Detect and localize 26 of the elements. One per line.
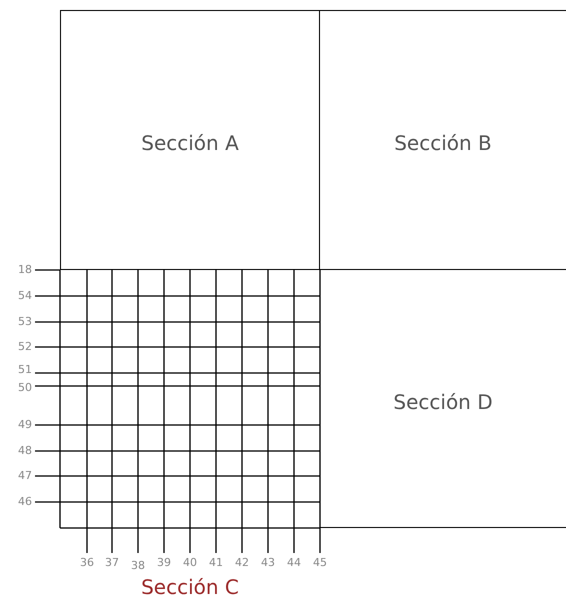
grid-number: 50 xyxy=(17,382,32,394)
grid-number: 53 xyxy=(17,316,32,328)
grid-number: 38 xyxy=(129,560,147,572)
grid-number: 54 xyxy=(17,290,32,302)
grid-number: 44 xyxy=(285,557,303,569)
section-box xyxy=(60,10,320,270)
grid-number: 45 xyxy=(311,557,329,569)
section-label: Sección C xyxy=(141,575,239,599)
grid-number: 43 xyxy=(259,557,277,569)
grid-number: 52 xyxy=(17,341,32,353)
grid-number: 37 xyxy=(103,557,121,569)
grid-number: 49 xyxy=(17,419,32,431)
section-label: Sección A xyxy=(141,131,239,155)
grid-number: 36 xyxy=(78,557,96,569)
section-label: Sección D xyxy=(393,390,493,414)
grid-number: 40 xyxy=(181,557,199,569)
grid-number: 47 xyxy=(17,470,32,482)
grid-number: 48 xyxy=(17,445,32,457)
grid-number: 18 xyxy=(17,264,32,276)
grid-number: 42 xyxy=(233,557,251,569)
section-box xyxy=(320,10,566,270)
grid-number: 46 xyxy=(17,496,32,508)
grid-number: 51 xyxy=(17,364,32,376)
section-label: Sección B xyxy=(394,131,492,155)
grid-number: 41 xyxy=(207,557,225,569)
grid-number: 39 xyxy=(155,557,173,569)
